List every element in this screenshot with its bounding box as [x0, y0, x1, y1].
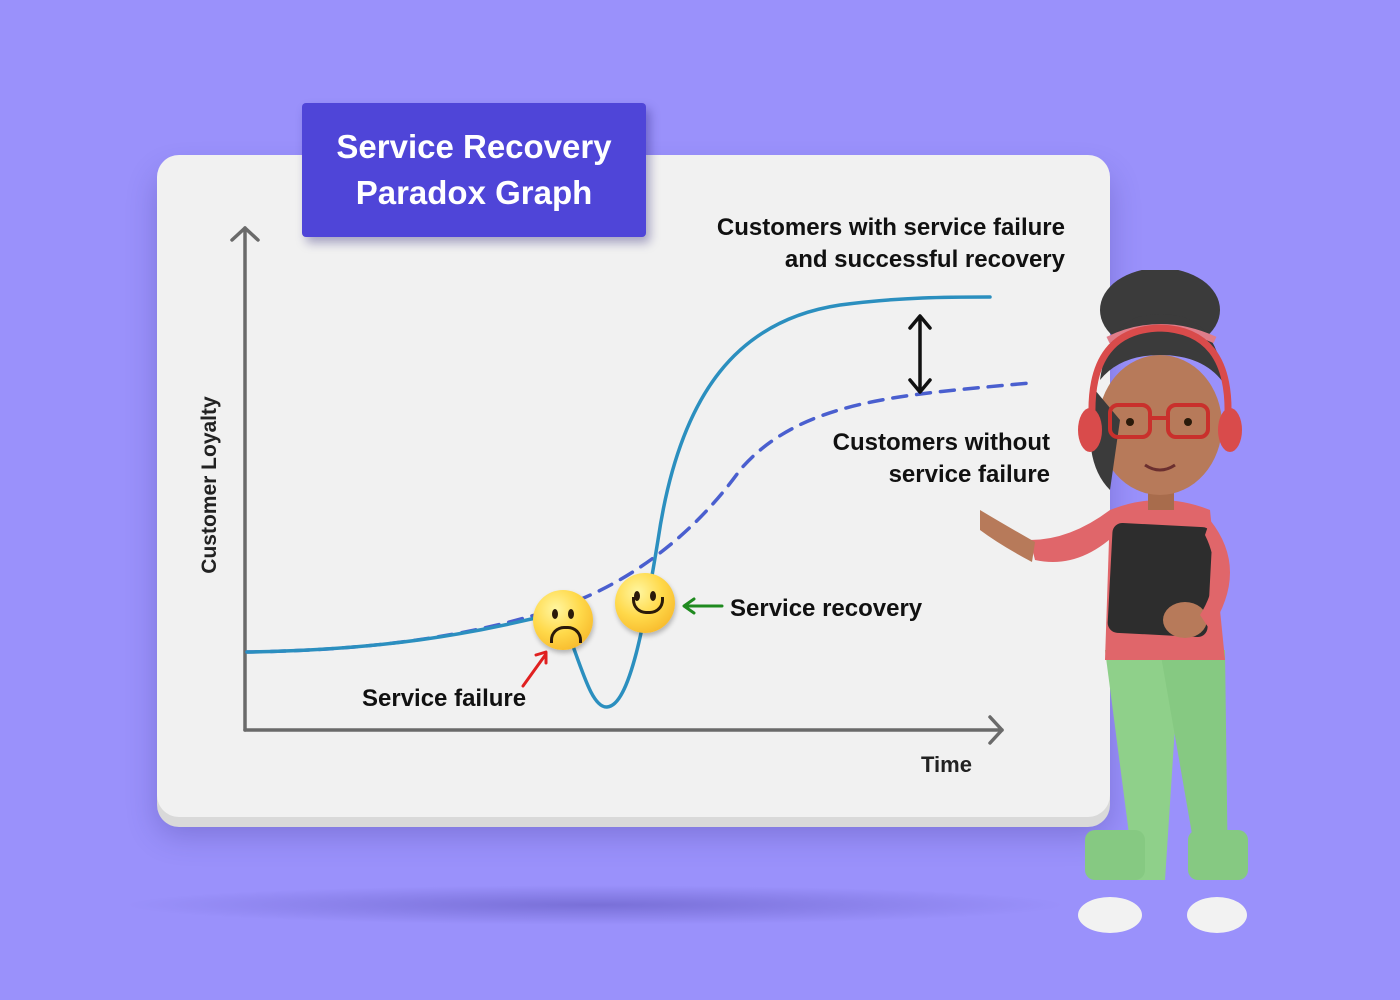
- label-without-failure-line-2: service failure: [888, 461, 1050, 488]
- label-service-recovery: Service recovery: [730, 595, 923, 622]
- x-axis-label: Time: [921, 752, 972, 777]
- label-with-recovery-line-1: Customers with service failure: [716, 214, 1065, 241]
- label-service-failure: Service failure: [362, 685, 527, 712]
- recovery-arrow: [682, 597, 724, 615]
- curve-with-recovery: [245, 295, 992, 709]
- sad-face-icon: [533, 590, 593, 650]
- graph-board: [157, 155, 1110, 817]
- label-without-failure-line-1: Customers without: [832, 429, 1050, 456]
- floor-shadow: [120, 885, 1070, 925]
- label-with-recovery: Customers with service failure and succe…: [660, 212, 1065, 276]
- chart-title-box: Service Recovery Paradox Graph: [302, 103, 646, 237]
- y-axis-label: Customer Loyalty: [198, 396, 221, 574]
- axes: [230, 226, 1004, 745]
- presenter-character-illustration: [980, 270, 1248, 933]
- happy-face-icon: [615, 573, 675, 633]
- gap-double-arrow: [908, 314, 932, 394]
- label-without-failure: Customers without service failure: [790, 427, 1050, 491]
- failure-arrow: [521, 650, 548, 688]
- title-line-1: Service Recovery: [336, 128, 612, 165]
- title-line-2: Paradox Graph: [355, 174, 593, 211]
- label-with-recovery-line-2: and successful recovery: [784, 246, 1065, 273]
- y-axis-arrowhead: [230, 226, 260, 242]
- curve-without-failure: [245, 381, 1032, 654]
- x-axis-arrowhead: [988, 715, 1004, 745]
